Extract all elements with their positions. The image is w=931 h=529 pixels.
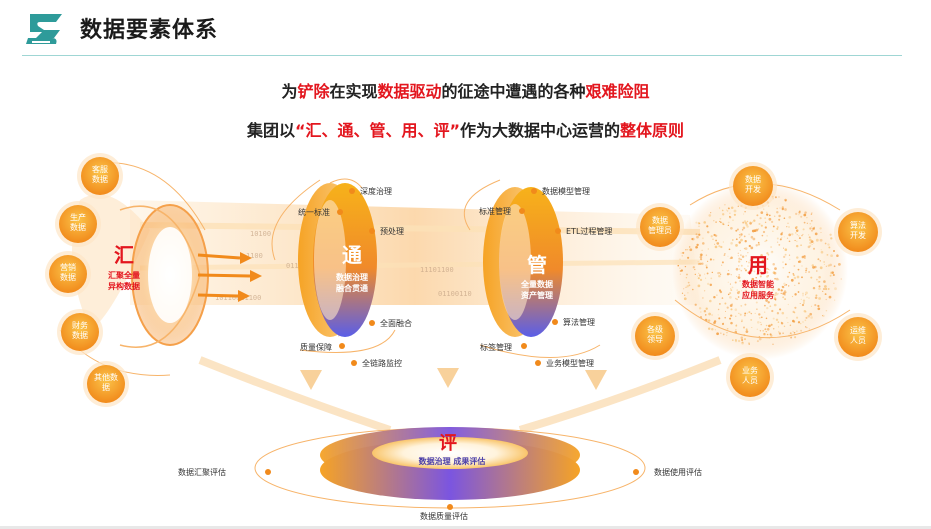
ping-label-collect: 数据汇聚评估 [178, 467, 226, 477]
guan-subtitle-line-1: 全量数据 [520, 279, 553, 289]
user-bubble-label: 业务 [742, 365, 758, 375]
tong-label-standard: 统一标准 [298, 207, 330, 217]
user-bubble-label: 领导 [647, 334, 663, 344]
line1-segment: 的征途中遭遇的各种 [441, 82, 586, 101]
source-bubble-label: 数据 [72, 330, 88, 340]
line2-segment: 集团以 [246, 121, 295, 140]
user-bubble-label: 各级 [647, 324, 663, 334]
headline-line-2: 集团以“汇、通、管、用、评”作为大数据中心运营的整体原则 [0, 117, 931, 141]
footer-divider [0, 526, 931, 529]
guan-cylinder: 管 全量数据 资产管理 [463, 179, 601, 358]
source-bubble-label: 数据 [92, 174, 108, 184]
tong-label-deep: 深度治理 [360, 186, 392, 196]
user-bubble-label: 人员 [850, 336, 866, 345]
line1-segment: 在实现 [329, 82, 378, 101]
source-bubble-label: 客服 [92, 164, 108, 174]
tong-cylinder: 通 数据治理 融合贯通 [271, 178, 396, 353]
page-header: 数据要素体系 [0, 0, 931, 58]
source-bubble-label: 数据 [60, 272, 76, 282]
line2-segment: 作为大数据中心运营的 [460, 121, 621, 140]
tong-label-fusion: 全面融合 [380, 318, 412, 328]
guan-label-etl: ETL过程管理 [566, 226, 612, 236]
source-bubble-label: 财务 [72, 320, 88, 330]
tong-subtitle-line-1: 数据治理 [336, 272, 368, 282]
ping-subtitle: 数据治理 成果评估 [419, 456, 486, 466]
header-divider [22, 55, 902, 56]
line1-segment: 数据驱动 [377, 82, 442, 101]
tong-label-preprocess: 预处理 [380, 226, 404, 236]
user-bubble-label: 数据 [745, 174, 761, 184]
yong-title: 用 [748, 253, 768, 277]
yong-sphere: 用 数据智能 应用服务 [672, 180, 851, 360]
flow-beam [130, 200, 700, 305]
company-logo [26, 14, 62, 44]
hui-subtitle-line-2: 异构数据 [108, 281, 140, 291]
line2-segment: “汇、通、管、用、评” [294, 121, 461, 140]
tong-label-monitor: 全链路监控 [362, 358, 402, 368]
user-bubble-label: 人员 [742, 376, 758, 385]
ping-label-quality: 数据质量评估 [420, 511, 468, 521]
guan-label-standard: 标准管理 [479, 206, 511, 216]
down-arrows [198, 356, 722, 434]
source-bubble-label: 生产 [70, 212, 86, 222]
user-bubble-label: 管理员 [648, 225, 672, 235]
source-bubble-label: 营销 [60, 262, 76, 272]
source-bubble-label: 数据 [70, 222, 86, 232]
user-bubble-label: 开发 [745, 184, 761, 194]
line1-segment: 艰难险阻 [585, 82, 650, 101]
stream-code: 1100 [246, 252, 263, 260]
guan-label-algo: 算法管理 [563, 317, 595, 327]
line2-segment: 整体原则 [620, 121, 685, 140]
source-bubble-label: 据 [102, 382, 110, 392]
headline-line-1: 为铲除在实现数据驱动的征途中遭遇的各种艰难险阻 [0, 78, 931, 102]
line1-segment: 铲除 [297, 82, 330, 101]
ping-title: 评 [439, 433, 457, 454]
tong-title: 通 [342, 243, 362, 267]
guan-label-model: 数据模型管理 [542, 186, 590, 196]
stream-code: 01100110 [438, 290, 472, 298]
page-title: 数据要素体系 [80, 18, 219, 43]
ping-disc: 评 数据治理 成果评估 [254, 427, 646, 509]
user-bubble-label: 运维 [850, 325, 866, 335]
source-bubble-label: 其他数 [94, 372, 118, 382]
line1-segment: 为 [281, 82, 298, 101]
guan-label-business: 业务模型管理 [546, 358, 594, 368]
guan-title: 管 [527, 253, 547, 277]
user-bubble-label: 数据 [652, 215, 668, 225]
hui-subtitle-line-1: 汇聚全量 [108, 270, 140, 280]
hui-title: 汇 [114, 243, 134, 267]
tong-subtitle-line-2: 融合贯通 [336, 283, 368, 293]
yong-subtitle-line-1: 数据智能 [742, 279, 774, 289]
tong-label-quality: 质量保障 [300, 342, 332, 352]
guan-subtitle-line-2: 资产管理 [521, 290, 553, 300]
stream-code: 10100 [250, 230, 271, 238]
stream-code: 11101100 [420, 266, 454, 274]
user-bubble-label: 算法 [850, 220, 866, 230]
user-bubble-label: 开发 [850, 230, 866, 240]
ping-label-usage: 数据使用评估 [654, 467, 702, 477]
guan-label-tag: 标签管理 [480, 342, 512, 352]
yong-subtitle-line-2: 应用服务 [742, 290, 775, 300]
